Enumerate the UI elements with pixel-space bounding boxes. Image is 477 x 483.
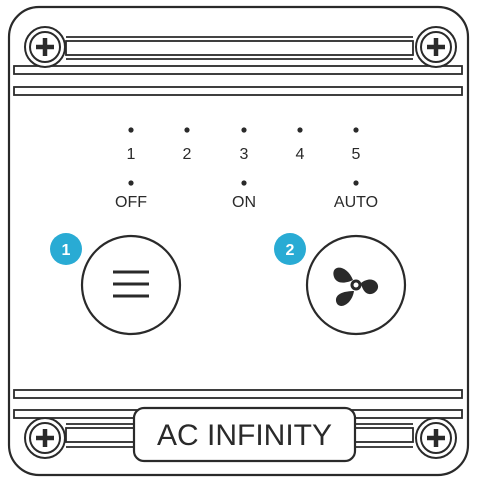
top-rail-upper	[13, 65, 463, 75]
bottom-slot-right	[354, 427, 414, 443]
badge-1: 1	[50, 233, 82, 265]
speed-indicator-2: 2	[183, 127, 192, 163]
bottom-slot-left	[65, 427, 135, 443]
bottom-rail-upper	[13, 389, 463, 399]
fan-icon	[333, 267, 379, 306]
speed-label-3: 3	[240, 146, 249, 163]
brand-logo: AC INFINITY	[157, 419, 332, 452]
mode-indicator-on: ON	[232, 180, 256, 211]
mode-label-on: ON	[232, 194, 256, 211]
mode-label-off: OFF	[115, 194, 147, 211]
top-slot	[65, 40, 414, 56]
panel-outline	[7, 5, 470, 477]
menu-button[interactable]	[80, 234, 182, 336]
mode-indicator-off: OFF	[115, 180, 147, 211]
mode-indicator-auto: AUTO	[334, 180, 378, 211]
speed-indicator-4: 4	[296, 127, 305, 163]
mode-label-auto: AUTO	[334, 194, 378, 211]
screw-bottom-left-icon	[24, 417, 66, 459]
brand-plate: AC INFINITY	[132, 406, 357, 463]
screw-bottom-right-icon	[415, 417, 457, 459]
top-rail-lower	[13, 86, 463, 96]
speed-label-2: 2	[183, 146, 192, 163]
badge-1-label: 1	[62, 242, 71, 259]
menu-icon	[113, 270, 149, 298]
speed-label-4: 4	[296, 146, 305, 163]
badge-2: 2	[274, 233, 306, 265]
speed-indicator-3: 3	[240, 127, 249, 163]
speed-indicator-5: 5	[352, 127, 361, 163]
speed-indicator-1: 1	[127, 127, 136, 163]
badge-2-label: 2	[286, 242, 295, 259]
speed-label-5: 5	[352, 146, 361, 163]
screw-top-left-icon	[24, 26, 66, 68]
screw-top-right-icon	[415, 26, 457, 68]
speed-label-1: 1	[127, 146, 136, 163]
fan-button[interactable]	[305, 234, 407, 336]
